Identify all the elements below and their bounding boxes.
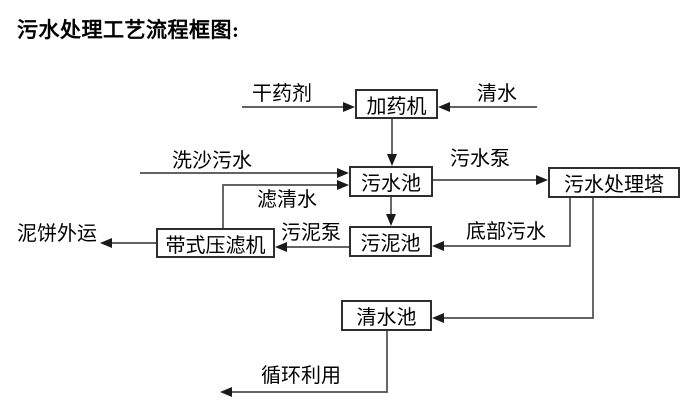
arrowhead-mud-cake (100, 238, 112, 248)
node-clear-water-pool: 清水池 (341, 300, 432, 331)
label-sand-washing-sewage: 洗沙污水 (172, 150, 252, 172)
node-sewage-pool: 污水池 (349, 166, 433, 197)
label-mud-cake-outbound: 泥饼外运 (17, 223, 97, 245)
label-recycling: 循环利用 (261, 365, 341, 387)
arrowhead-into-tower (536, 175, 548, 185)
node-belt-filter-press: 带式压滤机 (156, 228, 275, 258)
label-filtered-water: 滤清水 (257, 189, 317, 211)
arrowhead-into-sewage-left-1 (337, 168, 349, 178)
arrowhead-into-sludge-right (432, 241, 444, 251)
label-sewage-pump: 污水泵 (450, 148, 510, 170)
arrowhead-into-sludge-top (386, 214, 396, 226)
page-title: 污水处理工艺流程框图: (17, 18, 240, 42)
label-clear-water: 清水 (477, 83, 517, 105)
label-bottom-sewage: 底部污水 (466, 221, 546, 243)
arrowhead-into-sewage-left-2 (337, 180, 349, 190)
arrowhead-into-clear-pool (432, 313, 444, 323)
node-sewage-treatment-tower: 污水处理塔 (548, 167, 680, 198)
edge-filtered-water-line (222, 184, 340, 228)
arrowhead-into-press (275, 242, 287, 252)
edge-bottom-sewage-line (441, 198, 571, 247)
arrowhead-into-sewage-top (387, 154, 397, 166)
label-dry-chemical: 干药剂 (252, 83, 312, 105)
node-sludge-pool: 污泥池 (349, 226, 432, 257)
arrowhead-into-dosing-right (438, 102, 450, 112)
arrowhead-recycling (220, 387, 232, 397)
edge-tower-to-clear-line (441, 198, 594, 319)
label-sludge-pump: 污泥泵 (281, 222, 341, 244)
arrowhead-into-dosing-left (343, 102, 355, 112)
edge-recycling-line (229, 331, 388, 393)
node-dosing-machine: 加药机 (355, 89, 438, 119)
